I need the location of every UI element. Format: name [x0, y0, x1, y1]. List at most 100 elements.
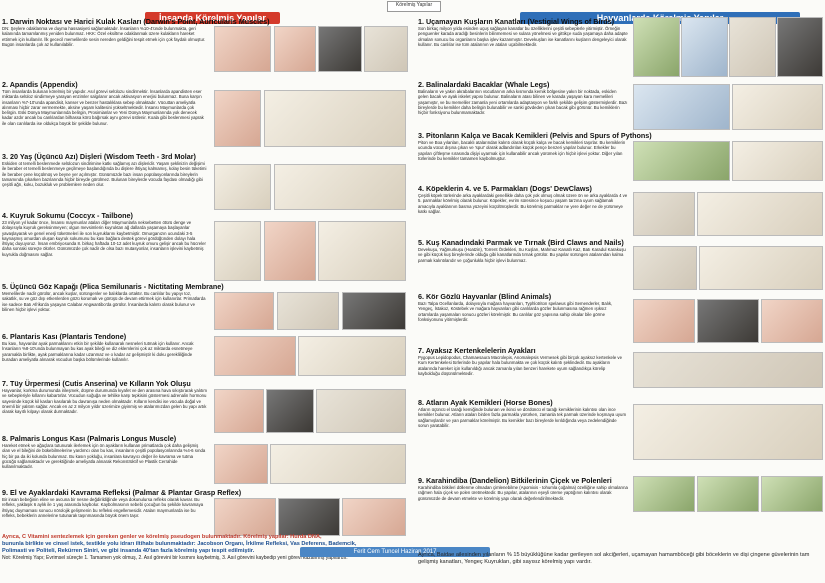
left-section-7: 7. Tüy Ürpermesi (Cutis Anserina) ve Kıl…	[2, 379, 408, 432]
hoatzin-image	[633, 246, 697, 290]
left-section-5: 5. Üçüncü Göz Kapağı (Plica Semilunaris …	[2, 282, 408, 321]
left-section-2: 2. Apandis (Appendix) Tüm insanlarda bul…	[2, 80, 408, 149]
section-body: Piton ve Boa yılanları, bacaklı ataların…	[418, 140, 626, 161]
section-title: 8. Atların Ayak Kemikleri (Horse Bones)	[418, 398, 553, 407]
ostrich-image	[729, 17, 776, 77]
section-title: 2. Apandis (Appendix)	[2, 80, 78, 89]
section-title: 5. Üçüncü Göz Kapağı (Plica Semilunaris …	[2, 282, 224, 291]
section-title: 7. Ayaksız Kertenkelelerin Ayakları	[418, 346, 536, 355]
section-title: 4. Köpeklerin 4. ve 5. Parmakları (Dogs'…	[418, 184, 592, 193]
dandelion-field-image	[761, 476, 823, 512]
section-body: Atların üçüncü el tarağı kemiğinde bulun…	[418, 407, 627, 428]
section-body: Bazı Talpa Ocellanlarda, dolayısıyla mağ…	[418, 301, 613, 322]
leg-muscle-image	[214, 336, 296, 376]
skull-comparison-image	[274, 164, 406, 210]
wisdom-tooth-xray-image	[214, 164, 271, 210]
kiwi-image	[633, 17, 680, 77]
section-body: Hareket etmek ve ağaçlara tutunurak iler…	[2, 443, 206, 470]
section-title: 7. Tüy Ürpermesi (Cutis Anserina) ve Kıl…	[2, 379, 191, 388]
section-title: 9. El ve Ayaklardaki Kavrama Refleksi (P…	[2, 488, 242, 497]
skeleton-comparison-image	[318, 221, 406, 281]
left-footer-line-1: Ayrıca, C Vitamini sentezlemek için gere…	[2, 534, 322, 540]
right-column: 1. Uçamayan Kuşların Kanatları (Vestigia…	[418, 14, 823, 583]
human-tail-image	[264, 221, 316, 281]
bird-wing-claw-image	[699, 246, 823, 290]
left-section-3: 3. 20 Yaş (Üçüncü Azı) Dişleri (Wisdom T…	[2, 152, 408, 205]
human-eye-image	[214, 292, 274, 330]
baby-monkey-image	[278, 498, 340, 536]
left-section-8: 8. Palmaris Longus Kası (Palmaris Longus…	[2, 434, 408, 483]
whale-pelvis-image	[732, 84, 823, 130]
section-body: Devekuşu, Yağmurkuşu (Hoatzin), Torrent …	[418, 247, 626, 263]
section-title: 2. Balinalardaki Bacaklar (Whale Legs)	[418, 80, 550, 89]
mole-image	[761, 299, 823, 343]
dandelion-seed-image	[697, 476, 759, 512]
section-title: 1. Darwin Noktası ve Harici Kulak Kaslar…	[2, 17, 270, 26]
reptile-eye-image	[342, 292, 406, 330]
left-column: 1. Darwin Noktası ve Harici Kulak Kaslar…	[2, 14, 408, 583]
section-body: Tüm insanlarda bulunan körelmiş bir yapı…	[2, 89, 204, 126]
ear-diagram-image	[214, 26, 271, 72]
section-title: 6. Kör Gözlü Hayvanlar (Blind Animals)	[418, 292, 552, 301]
section-body: Pygopus Lepidopodus, Chamaesaura Macrole…	[418, 355, 622, 376]
right-section-6: 6. Kör Gözlü Hayvanlar (Blind Animals) B…	[418, 292, 823, 341]
primate-face-image	[318, 26, 362, 72]
left-section-1: 1. Darwin Noktası ve Harici Kulak Kaslar…	[2, 17, 408, 73]
right-section-8: 8. Atların Ayak Kemikleri (Horse Bones) …	[418, 398, 823, 449]
section-title: 5. Kuş Kanadındaki Parmak ve Tırnak (Bir…	[418, 238, 624, 247]
goosebumps-image	[214, 389, 264, 433]
left-section-9: 9. El ve Ayaklardaki Kavrama Refleksi (P…	[2, 488, 408, 531]
left-section-4: 4. Kuyruk Sokumu (Coccyx - Tailbone) 23 …	[2, 211, 408, 282]
right-section-3: 3. Pitonların Kalça ve Bacak Kemikleri (…	[418, 131, 823, 180]
horse-evolution-bones-image	[633, 404, 823, 460]
section-body: 23 milyon yıl kadar önce, İnsansı maymun…	[2, 220, 206, 257]
coccyx-image	[214, 221, 261, 281]
right-section-7: 7. Ayaksız Kertenkelelerin Ayakları Pygo…	[418, 346, 823, 391]
section-body: Eskiden ot temelli beslenmede selülozun …	[2, 161, 207, 188]
right-section-1: 1. Uçamayan Kuşların Kanatları (Vestigia…	[418, 17, 823, 74]
section-body: Bu kası, hayvanlar ayak parmaklarını etk…	[2, 341, 194, 362]
section-body: Balinaların ve yakın akrabalarının vücut…	[418, 89, 628, 116]
right-section-2: 2. Balinalardaki Bacaklar (Whale Legs) B…	[418, 80, 823, 133]
bird-eye-membrane-image	[277, 292, 339, 330]
section-title: 9. Karahindiba (Dandelion) Bitkilerinin …	[418, 476, 612, 485]
section-body: Çeşitli köpek türlerinde arka ayaklardak…	[418, 193, 628, 214]
section-body: Hayvanlar, korkma durumunda irileşmek, d…	[2, 388, 207, 415]
python-spur-image	[732, 141, 823, 181]
left-banner: İnsanda Körelmiş Yapılar	[145, 12, 280, 24]
primate-appendix-comparison-image	[264, 90, 406, 147]
dog-leg-bones-image	[697, 192, 823, 236]
author-footer-bar: Ferit Cem Tuncel Haziran 2017	[300, 547, 490, 557]
section-body: DN: Şeylere odaklanma ve duyma hassasiye…	[2, 26, 206, 47]
python-image	[633, 141, 730, 181]
baby-grasp-image	[214, 498, 276, 536]
section-body: Karahindiba bitkileri döllenme olmadan ç…	[418, 485, 628, 501]
left-footer-line-3: Polimasti ve Politeli, Rekürren Siniri, …	[2, 548, 255, 554]
baby-foot-image	[342, 498, 406, 536]
section-body: Memelilerde nadir görülür, ancak kuşlar,…	[2, 291, 206, 312]
section-title: 1. Uçamayan Kuşların Kanatları (Vestigia…	[418, 17, 615, 26]
section-title: 3. 20 Yaş (Üçüncü Azı) Dişleri (Wisdom T…	[2, 152, 196, 161]
legless-lizard-image	[633, 352, 823, 388]
cave-salamander-image	[633, 299, 695, 343]
cat-fur-image	[266, 389, 314, 433]
section-title: 3. Pitonların Kalça ve Bacak Kemikleri (…	[418, 131, 652, 140]
right-section-4: 4. Köpeklerin 4. ve 5. Parmakları (Dogs'…	[418, 184, 823, 235]
section-body: Son birkaç milyon yılda esinden uçuş sağ…	[418, 26, 628, 47]
left-footer-note: Not: Körelmiş Yapı; Evrimsel süreçte 1. …	[2, 555, 348, 561]
dog-paw-image	[633, 192, 695, 236]
section-title: 4. Kuyruk Sokumu (Coccyx - Tailbone)	[2, 211, 133, 220]
section-body: Bir insan bebeğinin eline ve avcuna bir …	[2, 497, 204, 518]
whale-skeleton-image	[633, 84, 730, 130]
right-section-9: 9. Karahindiba (Dandelion) Bitkilerinin …	[418, 476, 823, 515]
forearm-muscle-image	[270, 444, 406, 484]
appendix-diagram-image	[214, 90, 261, 147]
left-footer: Ayrıca, C Vitamini sentezlemek için gere…	[2, 534, 408, 562]
wrist-tendon-image	[214, 444, 268, 484]
cormorant-image	[777, 17, 823, 77]
foot-anatomy-image	[298, 336, 406, 376]
right-footer: Ayrıca, Baidae ailesinden yılanların % 1…	[418, 552, 810, 565]
left-section-6: 6. Plantaris Kası (Plantaris Tendone) Bu…	[2, 332, 408, 371]
penguin-image	[681, 17, 728, 77]
